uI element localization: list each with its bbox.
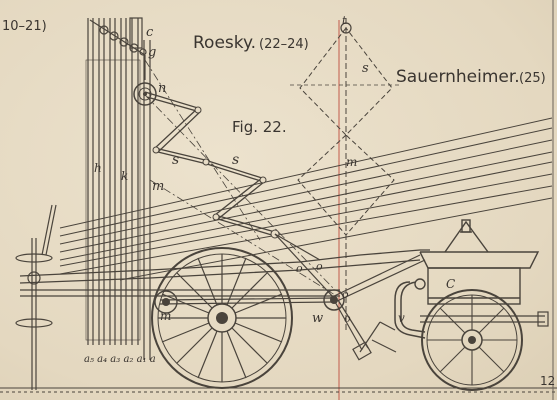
vertical-rod-bundle [87,18,151,360]
small-wheel-right [421,289,523,391]
label-o2: o [316,260,323,273]
label-v: v [398,311,405,325]
rod-bundle-frame [85,59,141,341]
label-c1: c [146,25,154,40]
label-o3: o [344,312,351,325]
label-m3: m [160,309,171,323]
sauernheimer-reference: (25) [519,71,546,86]
left-reference: 10–21) [2,19,47,34]
frame-beam [19,249,430,297]
linkage-pivots [152,106,280,239]
label-s3: s [362,61,369,76]
lower-lever [333,299,397,361]
label-k: k [121,169,128,183]
small-pulley-m [154,290,178,314]
zigzag-linkage [144,91,276,237]
label-o4: o [342,288,349,301]
right-axle-bar [420,311,549,327]
connecting-rods [159,233,426,305]
label-h: h [94,161,102,175]
label-n: n [158,81,166,96]
label-C: C [446,277,455,291]
figure-label: Fig. 22. [232,118,287,136]
ground-rail [0,387,557,393]
pulley-n [133,82,157,106]
label-o1: o [296,262,303,275]
label-m1: m [152,179,164,194]
label-s1: s [172,152,179,168]
roesky-title: Roesky. [193,33,256,53]
dash-dot-guides [144,59,336,296]
left-post [15,204,57,390]
sloped-lever-lines [59,117,553,281]
sauernheimer-title: Sauernheimer. [396,67,520,87]
dashed-diamond-upper [299,27,393,136]
large-wheel-left [151,247,293,389]
label-m2: m [346,155,357,169]
tank-c [414,219,540,305]
page-edge-number: 12 [540,374,555,388]
label-t: t [342,14,347,27]
label-s2: s [232,152,239,168]
curved-pipe [394,281,426,339]
label-g: g [148,45,156,60]
roesky-reference: (22–24) [259,37,309,52]
top-crank-pieces [89,17,147,80]
label-w: w [312,311,323,326]
label-bottom-letters: a₅ a₄ a₃ a₂ a₁ a [84,354,156,365]
